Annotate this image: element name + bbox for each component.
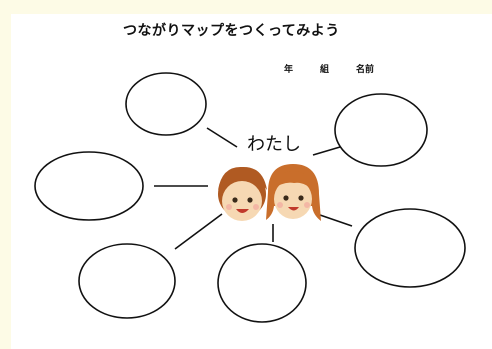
bubble-left[interactable]	[34, 151, 144, 221]
bubble-bottom-left[interactable]	[78, 243, 176, 319]
class-label: 組	[320, 65, 330, 75]
connector-bottom-right	[319, 214, 353, 227]
girl-face-icon	[266, 164, 321, 221]
connector-bottom-left	[174, 213, 223, 250]
bubble-top-left[interactable]	[125, 72, 207, 136]
grade-label: 年	[284, 65, 294, 75]
bubble-bottom-right[interactable]	[354, 208, 466, 288]
name-label: 名前	[356, 65, 375, 75]
boy-face-icon	[218, 166, 267, 221]
connector-lines	[154, 127, 353, 250]
center-label: わたし	[247, 134, 301, 155]
worksheet-title: つながりマップをつくってみよう	[123, 23, 340, 39]
bubble-bottom[interactable]	[217, 243, 307, 323]
connector-top-right	[312, 146, 341, 156]
bubble-top-right[interactable]	[334, 93, 428, 167]
connector-top-left	[206, 127, 238, 148]
